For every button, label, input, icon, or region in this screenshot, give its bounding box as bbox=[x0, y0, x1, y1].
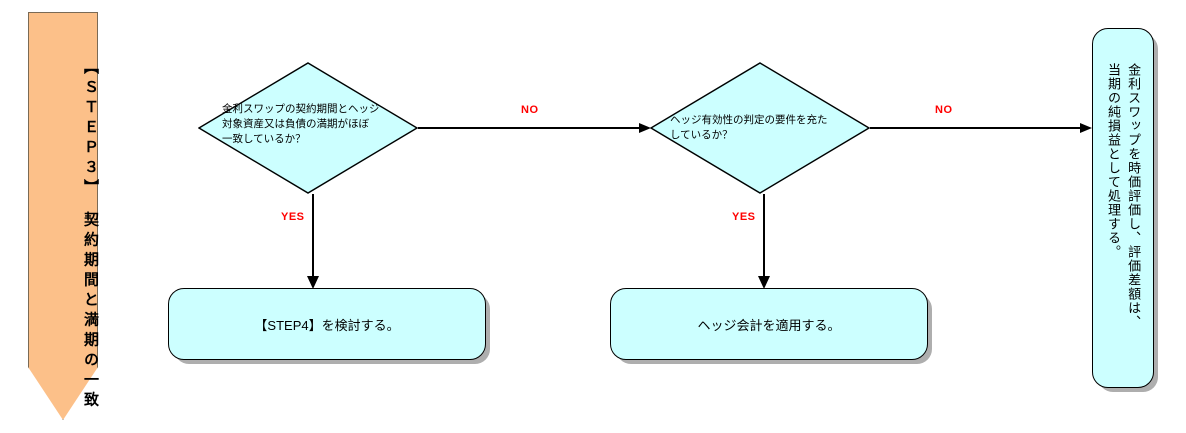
edge-label-yes-2: YES bbox=[732, 211, 756, 223]
step3-banner-shape bbox=[28, 12, 98, 420]
step3-banner-label: 【ＳＴＥＰ３】 契約期間と満期の一致 bbox=[82, 58, 99, 412]
process-hedge-accounting[interactable]: ヘッジ会計を適用する。 bbox=[610, 288, 928, 360]
process-step4-label: 【STEP4】を検討する。 bbox=[254, 317, 400, 333]
process-fair-value-label: 金利スワップを時価評価し、評価差額は、 当期の純損益として処理する。 bbox=[1106, 63, 1142, 329]
process-hedge-accounting-label: ヘッジ会計を適用する。 bbox=[697, 317, 841, 333]
decision-term-match-label: 金利スワップの契約期間とヘッジ 対象資産又は負債の満期がほぼ 一致しているか？ bbox=[222, 103, 380, 146]
process-fair-value[interactable]: 金利スワップを時価評価し、評価差額は、 当期の純損益として処理する。 bbox=[1092, 28, 1154, 388]
edge-label-no-1: NO bbox=[521, 104, 539, 116]
process-step4[interactable]: 【STEP4】を検討する。 bbox=[168, 288, 486, 360]
step3-banner: 【ＳＴＥＰ３】 契約期間と満期の一致 bbox=[28, 12, 102, 424]
edge-label-no-2: NO bbox=[935, 104, 953, 116]
edge-label-yes-1: YES bbox=[281, 211, 305, 223]
decision-effectiveness-label: ヘッジ有効性の判定の要件を充た しているか？ bbox=[670, 114, 828, 142]
